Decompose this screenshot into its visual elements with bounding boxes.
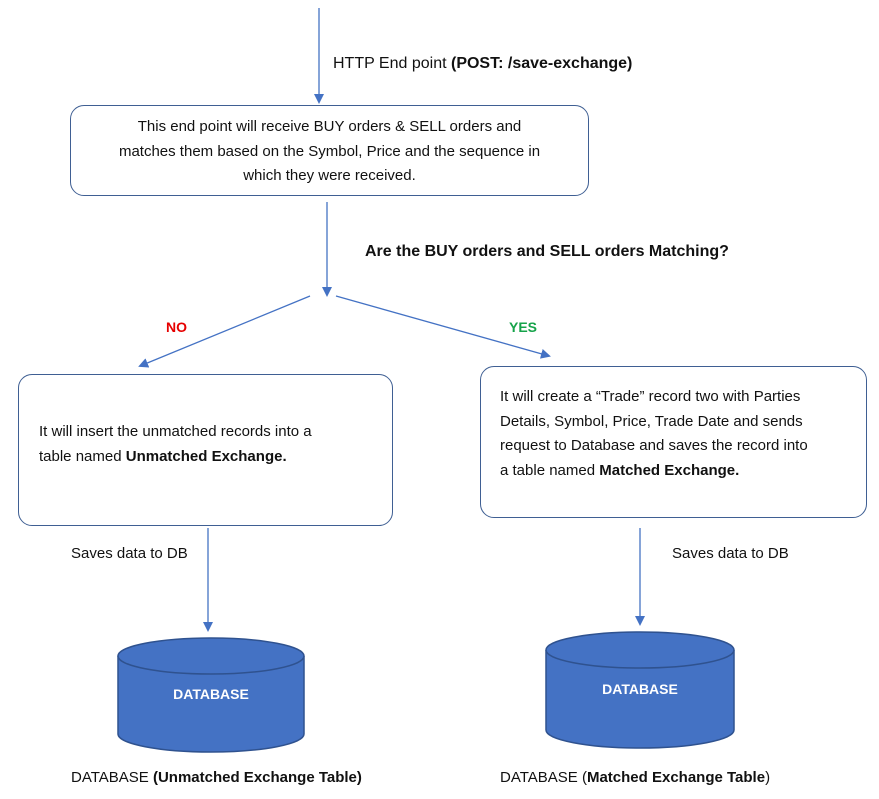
unmatched-line-2: table named Unmatched Exchange. [39, 447, 287, 465]
right-database-caption: DATABASE (Matched Exchange Table) [500, 769, 771, 786]
endpoint-route: (POST: /save-exchange) [450, 55, 633, 72]
receive-orders-box: This end point will receive BUY orders &… [70, 105, 589, 196]
receive-line-3: which they were received. [243, 167, 416, 184]
left-database-label: DATABASE [173, 686, 249, 702]
matched-line-2: Details, Symbol, Price, Trade Date and s… [500, 412, 803, 430]
receive-line-1: This end point will receive BUY orders &… [137, 118, 522, 135]
unmatched-box: It will insert the unmatched records int… [18, 374, 393, 526]
matched-box: It will create a “Trade” record two with… [480, 366, 867, 518]
left-database-cylinder [117, 637, 305, 753]
endpoint-label: HTTP End point (POST: /save-exchange) [333, 52, 632, 75]
right-database-cylinder [545, 631, 735, 749]
matched-line-1: It will create a “Trade” record two with… [500, 388, 801, 405]
receive-line-2: matches them based on the Symbol, Price … [118, 142, 541, 160]
yes-branch-arrow [335, 295, 551, 359]
no-label: NO [166, 319, 187, 335]
right-database-label: DATABASE [602, 681, 678, 697]
yes-label: YES [509, 319, 538, 335]
matched-line-3: request to Database and saves the record… [500, 437, 808, 454]
left-save-label: Saves data to DB [71, 545, 188, 562]
no-branch-arrow [138, 295, 311, 368]
unmatched-line-1: It will insert the unmatched records int… [39, 423, 312, 440]
left-database-caption: DATABASE (Unmatched Exchange Table) [71, 769, 362, 786]
matched-line-4: a table named Matched Exchange. [500, 461, 740, 479]
endpoint-prefix: HTTP End point [333, 55, 451, 72]
decision-question: Are the BUY orders and SELL orders Match… [365, 243, 729, 260]
right-save-label: Saves data to DB [672, 545, 789, 562]
